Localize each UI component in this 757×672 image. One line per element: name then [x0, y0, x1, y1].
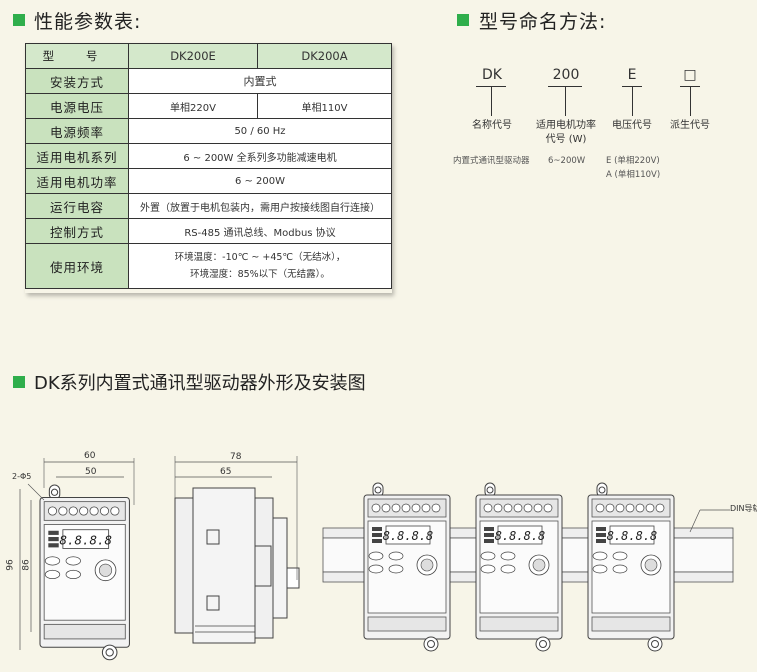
section-marker-icon [457, 14, 469, 26]
naming-name-200-line1: 适用电机功率 [536, 120, 596, 131]
row-value: 6 ~ 200W 全系列多功能减速电机 [128, 143, 392, 169]
section-marker-icon [13, 376, 25, 388]
spec-section-title: 性能参数表: [34, 11, 142, 33]
naming-connector [491, 86, 492, 116]
naming-desc-e1: E (单相220V) [606, 156, 660, 166]
naming-name-dk: 名称代号 [472, 120, 512, 131]
naming-name-200-line2: 代号 (W) [545, 134, 587, 145]
model-b-header: DK200A [257, 43, 392, 69]
row-label: 适用电机系列 [25, 143, 129, 169]
row-value: RS-485 通讯总线、Modbus 协议 [128, 218, 392, 244]
naming-desc-dk: 内置式通讯型驱动器 [453, 156, 530, 166]
naming-code-200: 200 [552, 67, 580, 83]
front-view [39, 484, 130, 661]
naming-desc-e2: A (单相110V) [606, 170, 661, 180]
model-a-header: DK200E [128, 43, 258, 69]
table-row: 适用电机功率 6 ~ 200W [25, 168, 392, 194]
model-header-label: 型 号 [25, 43, 129, 69]
row-value: 50 / 60 Hz [128, 118, 392, 144]
env-humidity: 环境湿度：85%以下（无结露）。 [190, 269, 330, 280]
naming-code-e: E [627, 67, 637, 83]
naming-connector [632, 86, 633, 116]
row-label: 电源频率 [25, 118, 129, 144]
spec-table: 型 号 DK200E DK200A 安装方式 内置式 电源电压 单相220V 单… [25, 43, 392, 289]
dim-height-inner: 86 [21, 559, 32, 571]
naming-name-e: 电压代号 [612, 120, 652, 131]
spec-header-row: 型 号 DK200E DK200A [25, 43, 392, 69]
dim-depth-inner: 65 [220, 467, 232, 477]
table-row: 控制方式 RS-485 通讯总线、Modbus 协议 [25, 218, 392, 244]
row-label: 使用环境 [25, 243, 129, 289]
dim-depth-outer: 78 [230, 452, 242, 462]
row-value-b: 单相110V [257, 93, 392, 119]
table-row: 适用电机系列 6 ~ 200W 全系列多功能减速电机 [25, 143, 392, 169]
naming-code-derived: □ [683, 67, 697, 83]
rail-unit-2 [475, 482, 563, 652]
naming-connector [565, 86, 566, 116]
table-row: 运行电容 外置（放置于电机包装内，需用户按接线图自行连接） [25, 193, 392, 219]
table-row: 使用环境 环境温度：-10℃ ~ +45℃（无结冰）， 环境湿度：85%以下（无… [25, 243, 392, 289]
row-label: 适用电机功率 [25, 168, 129, 194]
row-label: 安装方式 [25, 68, 129, 94]
naming-section-title: 型号命名方法: [479, 11, 607, 33]
rail-unit-1 [363, 482, 451, 652]
din-rail-label: DIN导轨 [730, 504, 757, 513]
row-label: 运行电容 [25, 193, 129, 219]
rail-unit-3 [587, 482, 675, 652]
row-value-a: 单相220V [128, 93, 258, 119]
row-value: 外置（放置于电机包装内，需用户按接线图自行连接） [128, 193, 392, 219]
naming-code-dk: DK [482, 67, 502, 83]
section-marker-icon [13, 14, 25, 26]
row-label: 控制方式 [25, 218, 129, 244]
dim-height-outer: 96 [5, 559, 16, 571]
table-row: 安装方式 内置式 [25, 68, 392, 94]
dimension-section-title: DK系列内置式通讯型驱动器外形及安装图 [34, 373, 366, 394]
naming-name-derived: 派生代号 [670, 120, 710, 131]
dim-hole: 2-Φ5 [12, 472, 32, 481]
row-value: 环境温度：-10℃ ~ +45℃（无结冰）， 环境湿度：85%以下（无结露）。 [128, 243, 392, 289]
dim-width-outer: 60 [84, 451, 96, 461]
env-temperature: 环境温度：-10℃ ~ +45℃（无结冰）， [174, 252, 346, 263]
side-view [174, 487, 300, 644]
dim-width-inner: 50 [85, 467, 97, 477]
row-value: 内置式 [128, 68, 392, 94]
naming-connector [690, 86, 691, 116]
naming-desc-200: 6~200W [548, 156, 586, 166]
table-row: 电源电压 单相220V 单相110V [25, 93, 392, 119]
row-label: 电源电压 [25, 93, 129, 119]
row-value: 6 ~ 200W [128, 168, 392, 194]
table-row: 电源频率 50 / 60 Hz [25, 118, 392, 144]
naming-name-200: 适用电机功率 代号 (W) [530, 119, 602, 147]
